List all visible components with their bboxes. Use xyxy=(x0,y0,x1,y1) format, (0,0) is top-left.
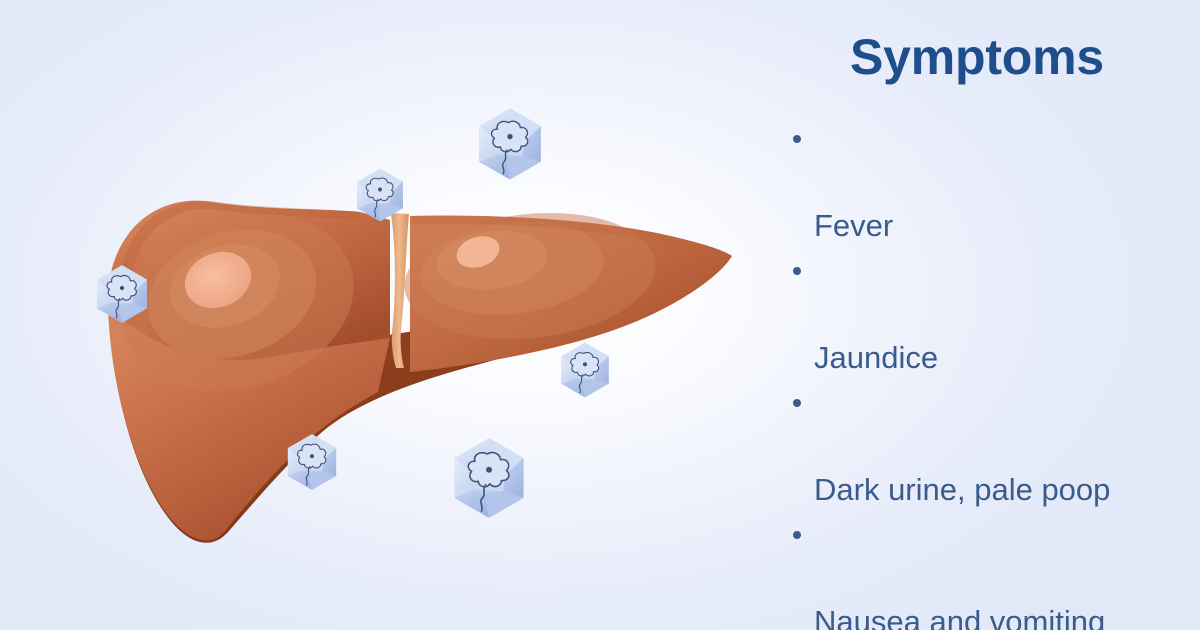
bullet-icon xyxy=(793,399,801,407)
symptom-list: Fever Jaundice Dark urine, pale poop Nau… xyxy=(786,116,1198,630)
list-item: Dark urine, pale poop xyxy=(786,380,1198,512)
symptoms-panel: Symptoms Fever Jaundice Dark urine, pale… xyxy=(760,0,1200,630)
list-item: Nausea and vomiting xyxy=(786,512,1198,630)
page-title: Symptoms xyxy=(849,29,1104,85)
liver-highlight-left xyxy=(184,251,252,309)
liver-illustration xyxy=(60,80,760,580)
bullet-icon xyxy=(793,135,801,143)
list-item-label: Jaundice xyxy=(814,340,939,375)
bullet-icon xyxy=(793,531,801,539)
hepatitis-virus-particle xyxy=(478,107,542,181)
list-item: Fever xyxy=(786,116,1198,248)
liver-rim-shade xyxy=(412,215,680,246)
list-item: Jaundice xyxy=(786,248,1198,380)
hepatitis-virus-particle xyxy=(453,437,525,519)
list-item-label: Nausea and vomiting xyxy=(814,604,1106,630)
falciform-ligament xyxy=(391,213,409,368)
list-item-label: Dark urine, pale poop xyxy=(814,472,1111,507)
list-item-label: Fever xyxy=(814,208,894,243)
liver-highlight-right xyxy=(456,236,500,268)
bullet-icon xyxy=(793,267,801,275)
hepatitis-virus-particle xyxy=(560,342,610,398)
